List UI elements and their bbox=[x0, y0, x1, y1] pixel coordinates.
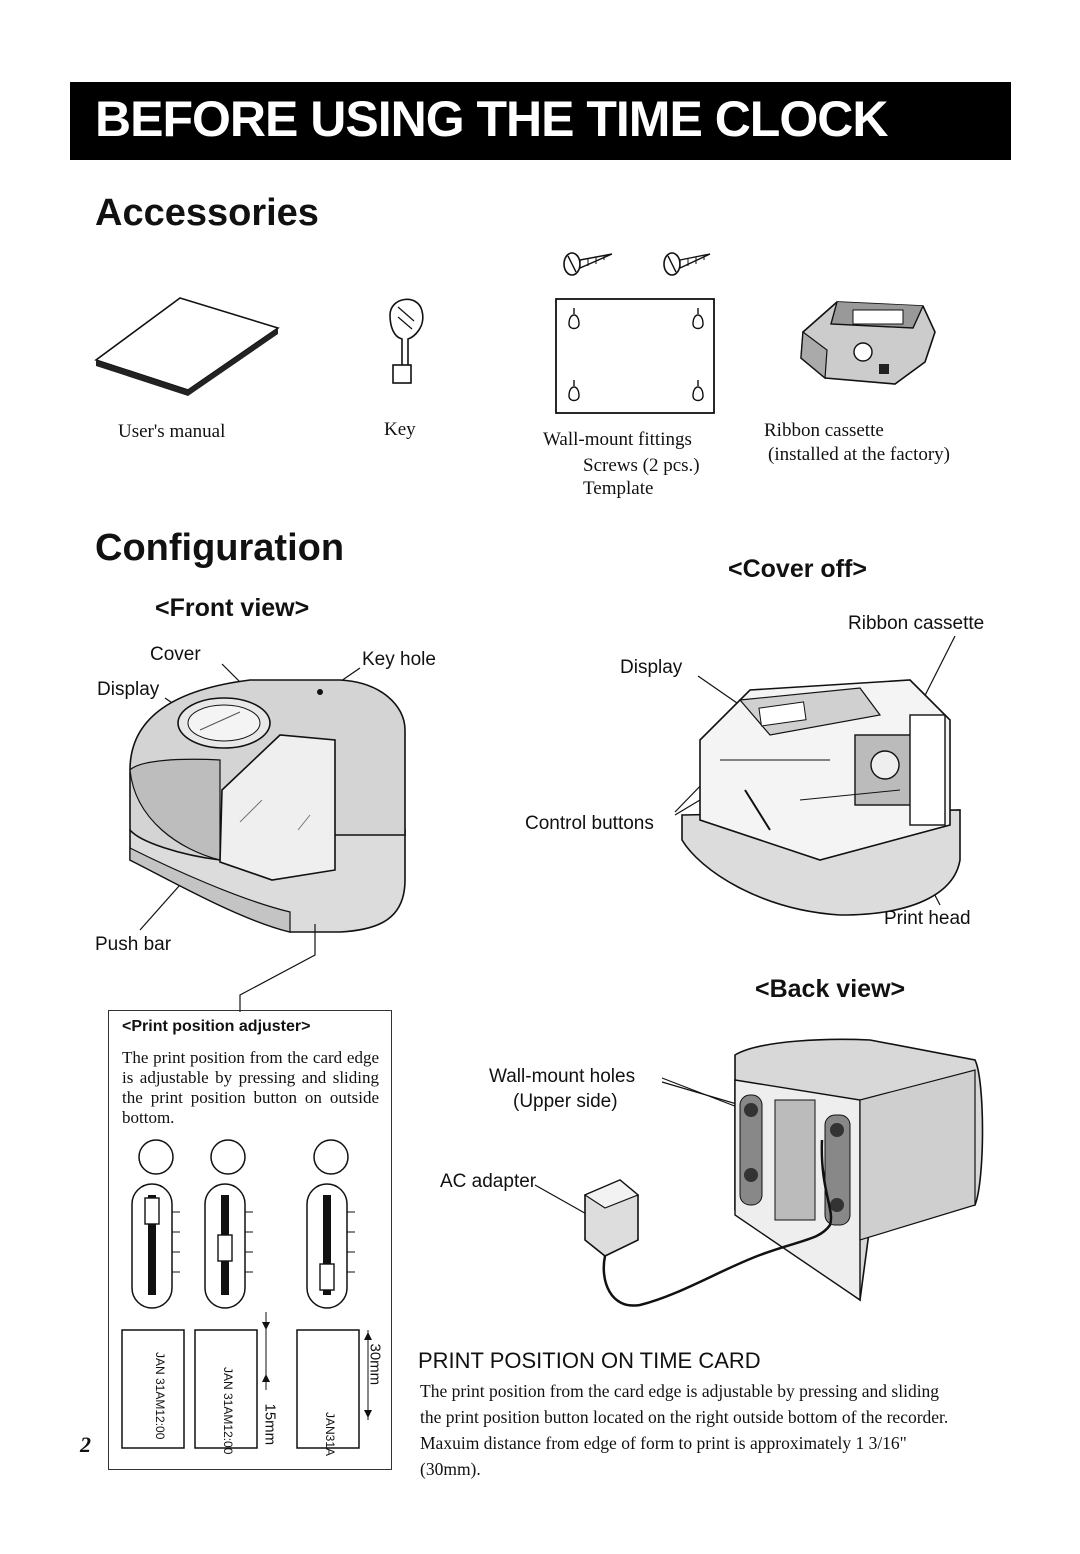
template-illustration bbox=[555, 298, 715, 414]
users-manual-label: User's manual bbox=[118, 421, 226, 442]
ribbon-cassette-label: Ribbon cassette bbox=[764, 420, 884, 441]
print-position-text: The print position from the card edge is… bbox=[420, 1381, 949, 1479]
key-illustration bbox=[389, 298, 424, 384]
cover-off-heading: <Cover off> bbox=[728, 555, 867, 583]
card-1-text: JAN 31AM12:00 bbox=[153, 1352, 167, 1440]
screws-label: Screws (2 pcs.) bbox=[583, 455, 700, 476]
screws-illustration bbox=[563, 252, 711, 276]
dimension-30mm: 30mm bbox=[366, 1343, 384, 1386]
card-3-text: JAN31A bbox=[323, 1412, 337, 1457]
card-2-text: JAN 31AM12:00 bbox=[221, 1367, 235, 1455]
title-banner bbox=[70, 82, 1011, 160]
page-number: 2 bbox=[80, 1432, 91, 1457]
print-head-label: Print head bbox=[884, 908, 971, 929]
back-view-heading: <Back view> bbox=[755, 975, 906, 1003]
wallmount-fittings-label: Wall-mount fittings bbox=[543, 429, 692, 450]
adjuster-box bbox=[108, 1010, 392, 1470]
ac-adapter-label: AC adapter bbox=[440, 1171, 537, 1192]
upper-side-label: (Upper side) bbox=[513, 1091, 618, 1112]
page-title: BEFORE USING THE TIME CLOCK bbox=[95, 91, 888, 147]
wallmount-holes-label: Wall-mount holes bbox=[489, 1066, 636, 1087]
cover-off-ribbon-label: Ribbon cassette bbox=[848, 613, 985, 634]
adjuster-text: The print position from the card edge is… bbox=[122, 1048, 379, 1127]
ribbon-cassette-illustration bbox=[800, 301, 936, 385]
control-buttons-label: Control buttons bbox=[525, 813, 654, 834]
accessories-heading: Accessories bbox=[95, 192, 319, 234]
adjuster-heading: <Print position adjuster> bbox=[122, 1018, 311, 1035]
manual-illustration bbox=[94, 297, 280, 396]
template-label: Template bbox=[583, 478, 654, 499]
key-label: Key bbox=[384, 419, 416, 440]
cover-off-display-label: Display bbox=[620, 657, 683, 678]
display-label: Display bbox=[97, 679, 160, 700]
print-position-heading: PRINT POSITION ON TIME CARD bbox=[418, 1348, 761, 1373]
ribbon-note-label: (installed at the factory) bbox=[768, 444, 951, 465]
configuration-heading: Configuration bbox=[95, 527, 345, 569]
front-view-heading: <Front view> bbox=[155, 594, 310, 622]
push-bar-label: Push bar bbox=[95, 934, 172, 955]
dimension-15mm: 15mm bbox=[261, 1403, 279, 1446]
cover-label: Cover bbox=[150, 644, 201, 665]
key-hole-label: Key hole bbox=[362, 649, 436, 670]
